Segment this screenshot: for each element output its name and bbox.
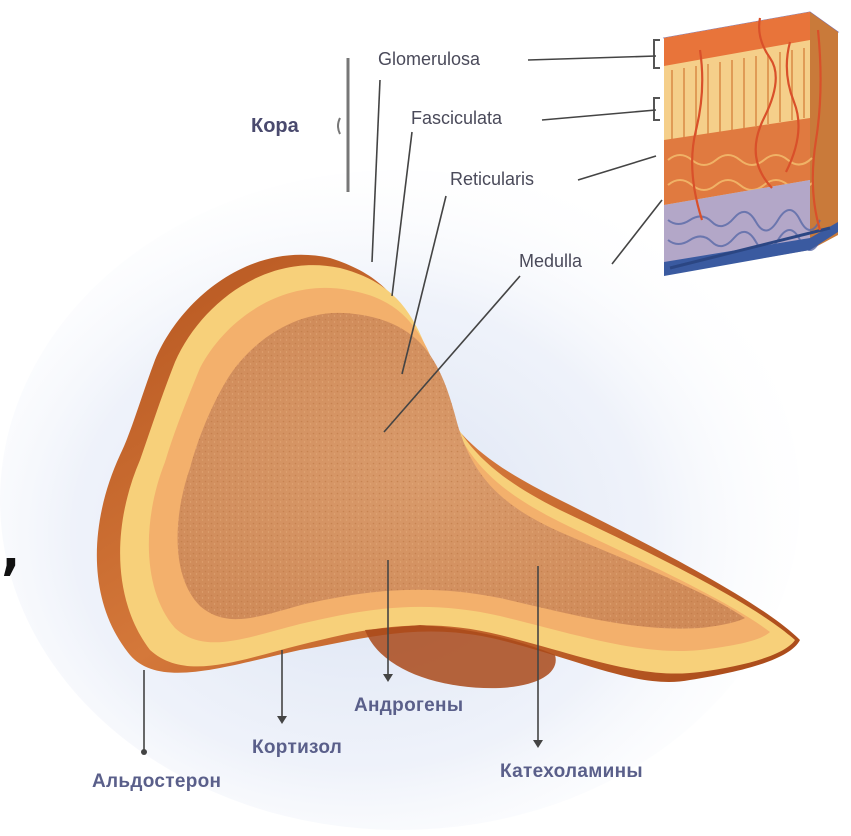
medulla-label: Medulla [519, 252, 582, 270]
catecholamines-label: Катехоламины [500, 762, 643, 781]
reticularis-label: Reticularis [450, 170, 534, 188]
aldosterone-label: Альдостерон [92, 772, 221, 791]
fasciculata-label: Fasciculata [411, 109, 502, 127]
tissue-block-illustration [654, 12, 838, 276]
fasciculata-block-pointer [542, 110, 656, 120]
cortisol-label: Кортизол [252, 738, 342, 757]
stray-comma-mark: , [0, 522, 28, 578]
glomerulosa-block-pointer [528, 56, 656, 60]
androgens-label: Андрогены [354, 696, 463, 715]
cortex-label: Кора [251, 116, 299, 136]
glomerulosa-label: Glomerulosa [378, 50, 480, 68]
reticularis-block-pointer [578, 156, 656, 180]
